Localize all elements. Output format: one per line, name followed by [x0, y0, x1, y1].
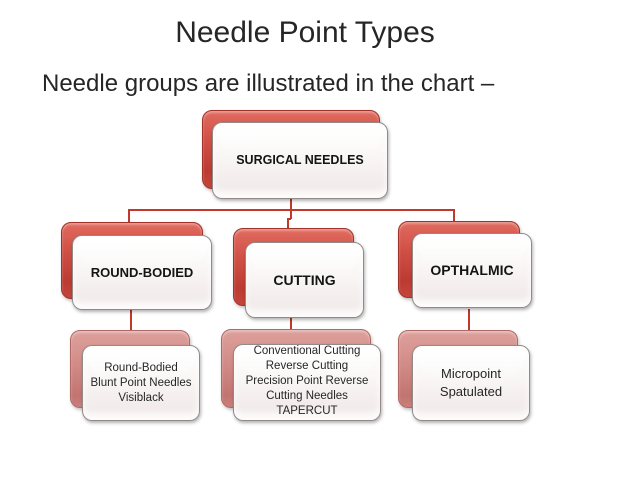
- node-face: SURGICAL NEEDLES: [212, 122, 388, 199]
- slide-subtitle: Needle groups are illustrated in the cha…: [42, 70, 495, 97]
- connector-branch2-leaf: [290, 317, 292, 331]
- connector-drop-middle-upper: [290, 209, 292, 219]
- connector-drop-right: [453, 209, 455, 222]
- node-face: Conventional Cutting Reverse Cutting Pre…: [233, 344, 381, 421]
- node-label: SURGICAL NEEDLES: [236, 153, 364, 167]
- node-label: OPTHALMIC: [430, 262, 514, 278]
- node-label: Round-Bodied Blunt Point Needles Visibla…: [90, 361, 192, 404]
- node-face: CUTTING: [245, 242, 364, 318]
- connector-root-stub: [290, 198, 292, 210]
- connector-drop-middle-jog: [287, 218, 291, 220]
- connector-branch1-leaf: [130, 309, 132, 332]
- node-face: OPTHALMIC: [412, 233, 532, 308]
- connector-drop-left: [128, 209, 130, 223]
- connector-branch3-leaf: [468, 309, 470, 332]
- node-face: Round-Bodied Blunt Point Needles Visibla…: [82, 345, 200, 421]
- node-label: Conventional Cutting Reverse Cutting Pre…: [245, 344, 369, 417]
- node-label: ROUND-BODIED: [90, 265, 194, 280]
- node-face: Micropoint Spatulated: [412, 345, 530, 421]
- node-label: Micropoint Spatulated: [439, 366, 503, 399]
- page-title: Needle Point Types: [175, 16, 435, 49]
- node-label: CUTTING: [273, 271, 336, 288]
- connector-drop-middle-lower: [287, 218, 289, 229]
- node-face: ROUND-BODIED: [72, 235, 212, 310]
